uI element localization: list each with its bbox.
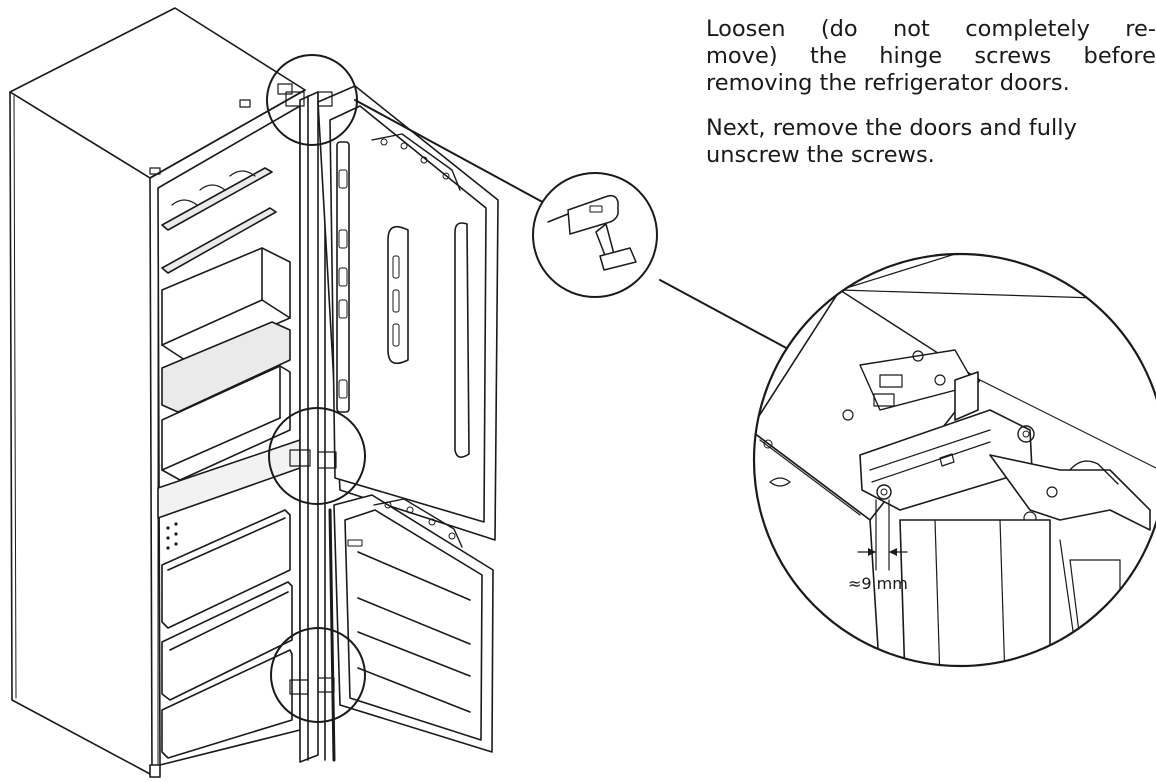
- measurement-label: ≈9 mm: [848, 574, 908, 593]
- step2-line-1: Next, remove the doors and fully: [706, 115, 1077, 141]
- instruction-step-2: Next, remove the doors and fully unscrew…: [706, 115, 1156, 169]
- freezer-door: [328, 494, 494, 762]
- step1-line-3: removing the refrigerator doors.: [706, 70, 1070, 96]
- hinge-column: [299, 91, 326, 763]
- hinge-detail-zoom: [752, 252, 1156, 668]
- step2-line-2: unscrew the screws.: [706, 142, 935, 168]
- hinge-highlight-circles: [266, 54, 366, 723]
- refrigerator-cabinet: [9, 7, 306, 778]
- drill-callout: [354, 99, 791, 351]
- fridge-door: [317, 85, 499, 541]
- cordless-drill-icon: [547, 194, 637, 271]
